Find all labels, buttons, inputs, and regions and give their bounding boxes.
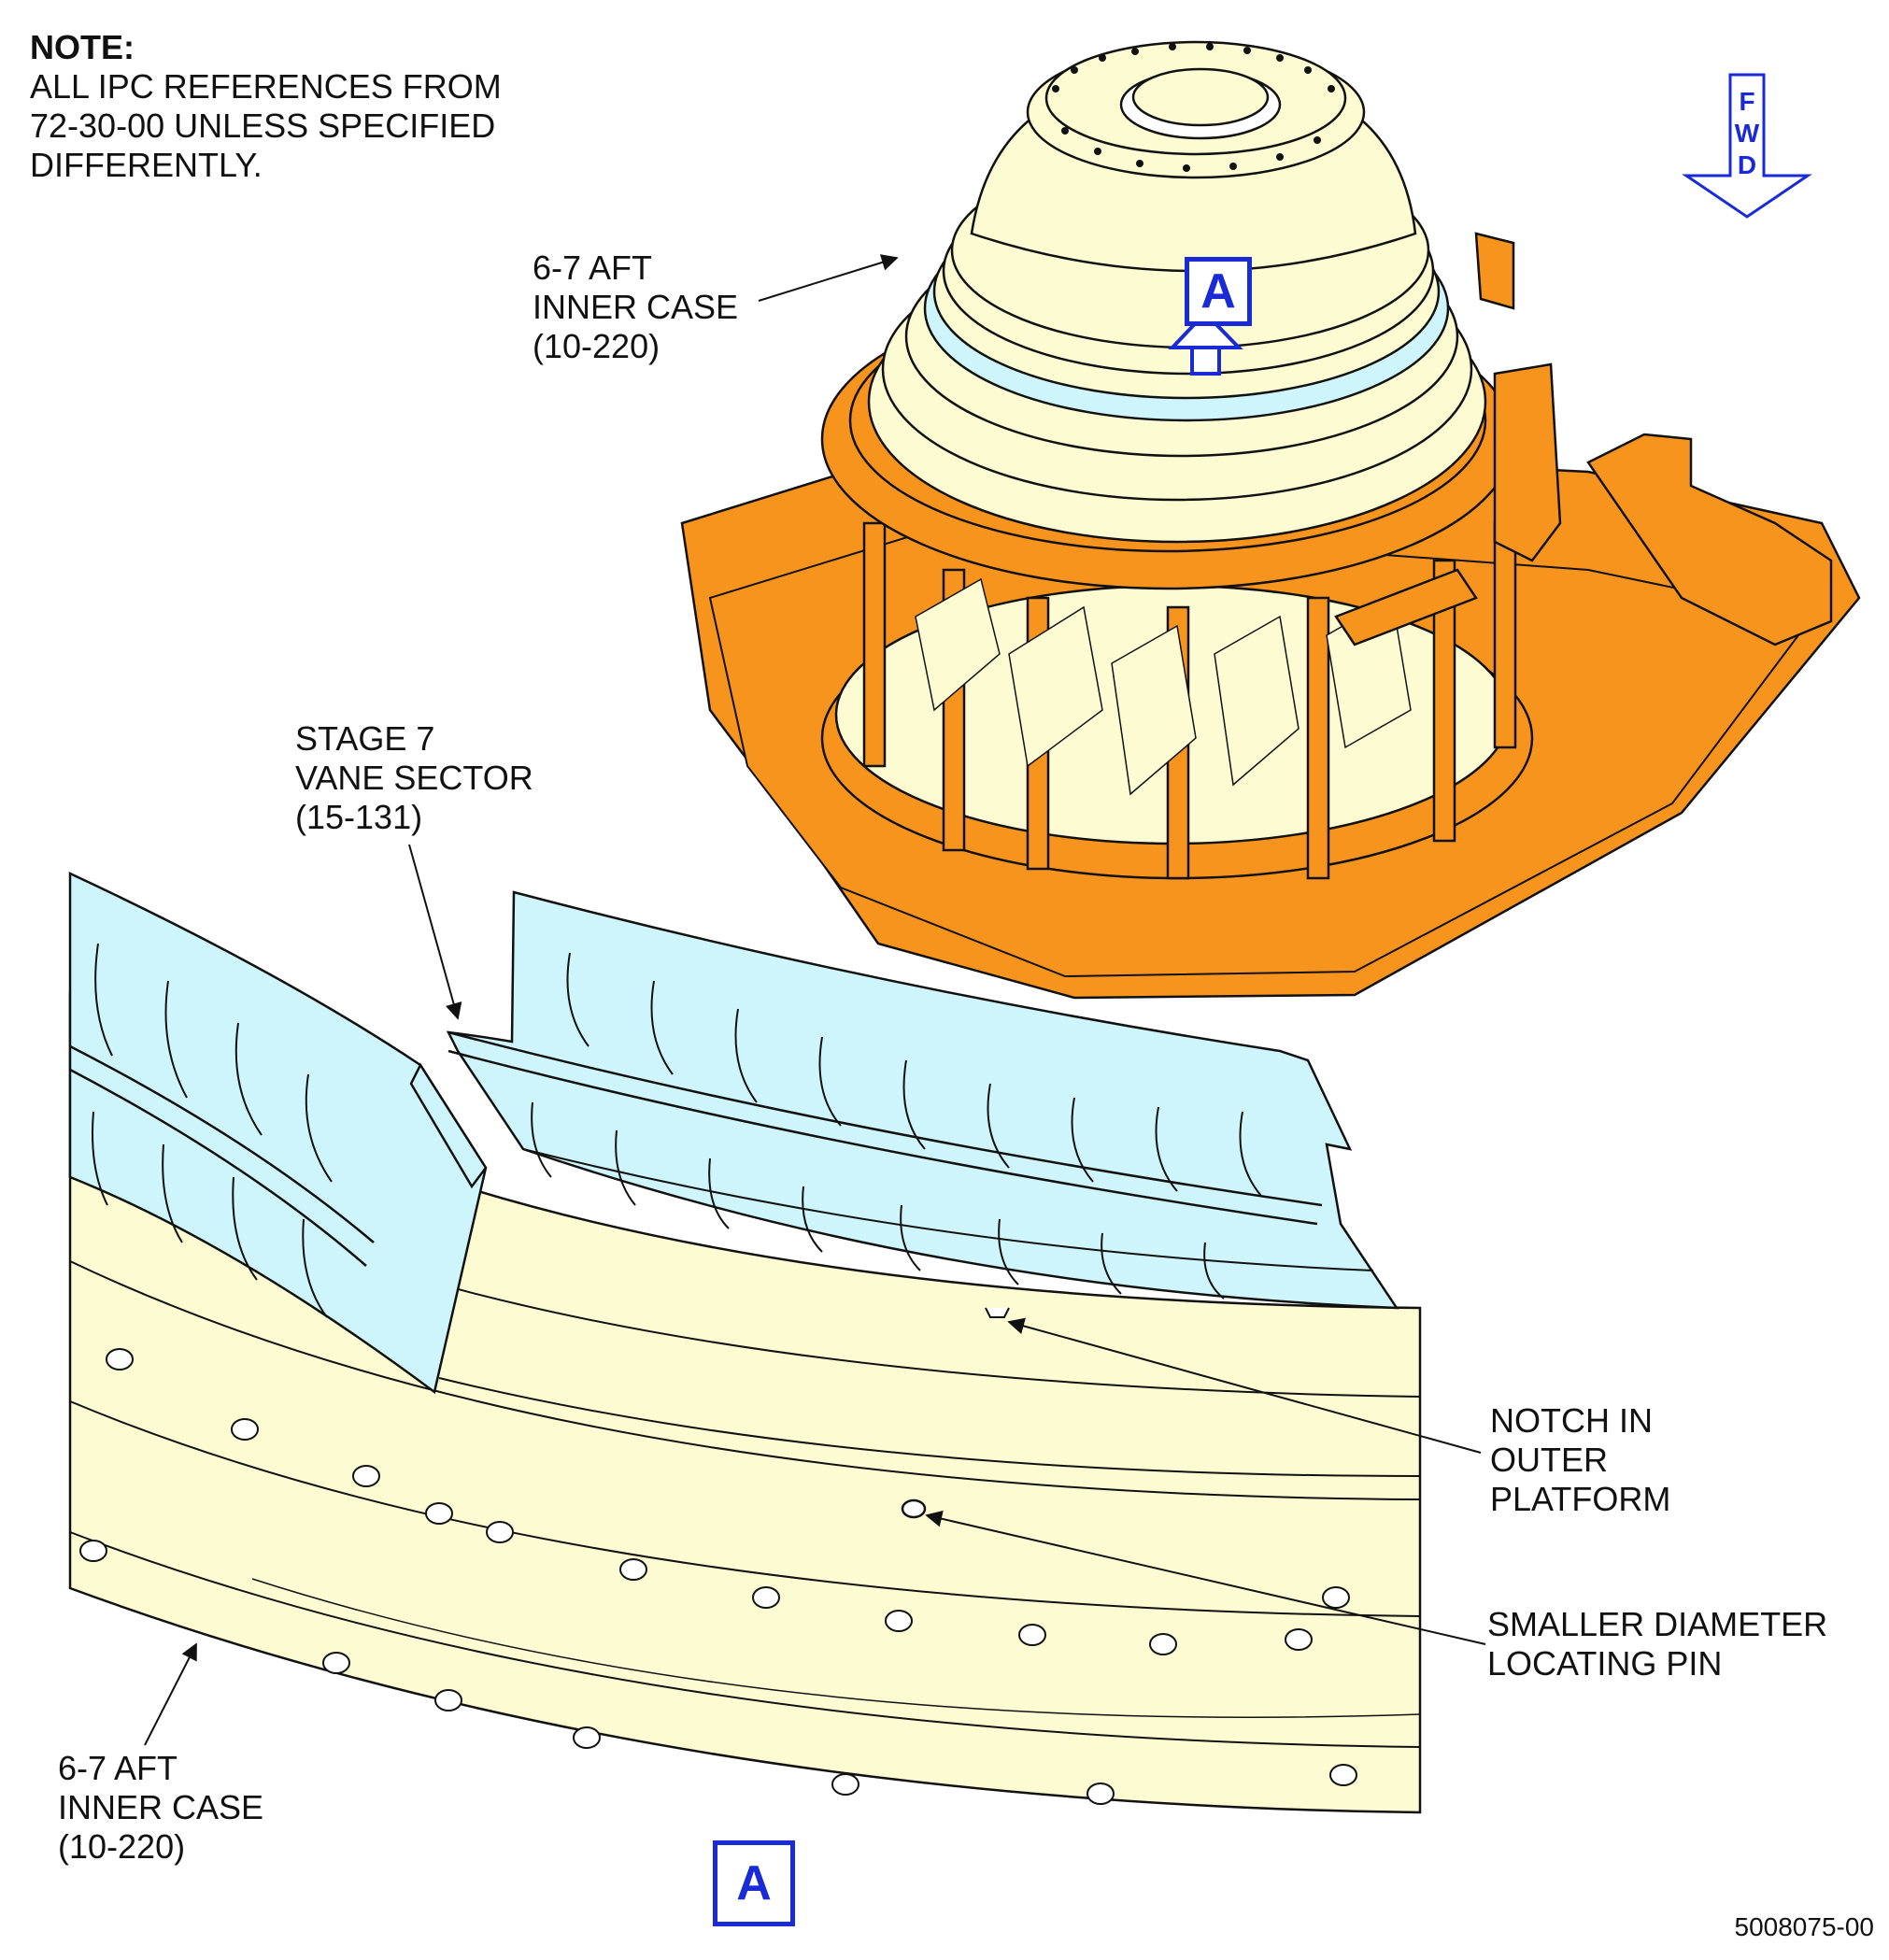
callout-notch: NOTCH IN OUTER PLATFORM: [1490, 1401, 1671, 1518]
callout-vane-sector: STAGE 7 VANE SECTOR (15-131): [295, 719, 533, 836]
view-a-marker-top: A: [1185, 257, 1252, 326]
note-line: DIFFERENTLY.: [30, 146, 263, 184]
callout-locating-pin: SMALLER DIAMETER LOCATING PIN: [1487, 1605, 1828, 1683]
fwd-letter: W: [1734, 119, 1760, 148]
callout-case-top: 6-7 AFT INNER CASE (10-220): [533, 249, 739, 365]
document-number: 5008075-00: [1734, 1912, 1874, 1941]
fwd-letter: D: [1737, 150, 1757, 179]
view-a-marker-bottom: A: [713, 1840, 795, 1926]
fwd-indicator: F W D: [1726, 86, 1768, 181]
outer-platform-notch: [985, 1307, 1010, 1318]
stage7-vane-sector: [446, 890, 1399, 1318]
case-assembly: [867, 40, 1487, 544]
note-line: ALL IPC REFERENCES FROM: [30, 67, 502, 106]
note-heading: NOTE:: [30, 28, 135, 66]
view-a-direction-arrow: [1168, 310, 1243, 376]
leader-lines: [144, 254, 1486, 1746]
callout-case-bottom: 6-7 AFT INNER CASE (10-220): [58, 1749, 264, 1866]
fwd-letter: F: [1739, 87, 1755, 116]
fwd-arrow-icon: [1682, 73, 1812, 219]
note-line: 72-30-00 UNLESS SPECIFIED: [30, 107, 496, 145]
note: NOTE: ALL IPC REFERENCES FROM 72-30-00 U…: [30, 28, 502, 185]
locating-pin: [901, 1498, 927, 1519]
installed-vane-sector: [68, 872, 488, 1395]
